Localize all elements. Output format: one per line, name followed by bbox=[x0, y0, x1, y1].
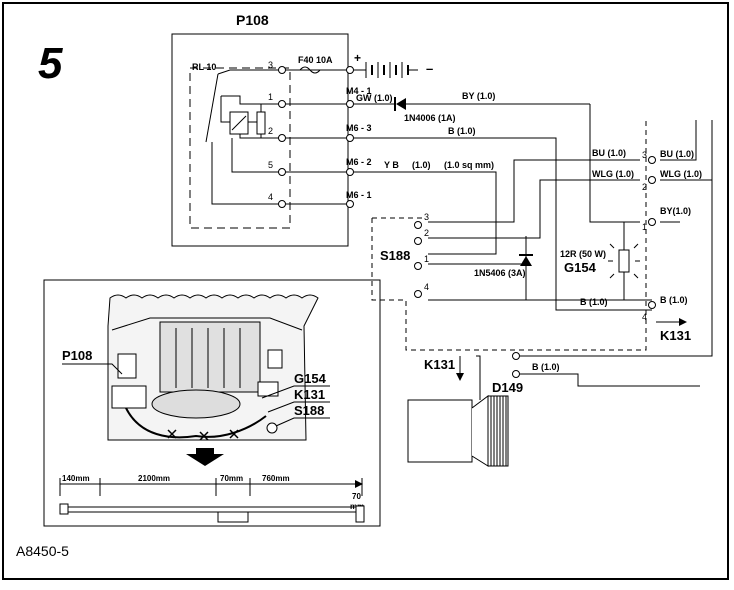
wire-diode-1n5406: 1N5406 (3A) bbox=[474, 268, 526, 278]
s188-pin-4: 4 bbox=[424, 282, 429, 292]
wire-diode-1n4006: 1N4006 (1A) bbox=[404, 113, 456, 123]
location-inset: P108 G154 K131 S188 140mm 2100mm 70mm 76… bbox=[43, 279, 381, 527]
wire-by: BY (1.0) bbox=[462, 91, 495, 101]
p108-title: P108 bbox=[236, 12, 269, 28]
k131-label-bottom: K131 bbox=[424, 357, 455, 372]
diode-1n4006 bbox=[394, 97, 406, 111]
s188-connector: S188 3 2 1 4 bbox=[371, 120, 647, 351]
g154-wire-bu: BU (1.0) bbox=[660, 149, 694, 159]
wire-gw: GW (1.0) bbox=[356, 93, 393, 103]
g154-resistor-rating: 12R (50 W) bbox=[560, 249, 606, 259]
diode-1n5406 bbox=[519, 254, 533, 266]
battery-symbol: + – bbox=[354, 51, 433, 78]
dim-70: 70mm bbox=[220, 474, 243, 483]
s188-pin-3: 3 bbox=[424, 212, 429, 222]
relay-resistor bbox=[256, 111, 266, 135]
wire-b: B (1.0) bbox=[448, 126, 476, 136]
k131-label-right: K131 bbox=[660, 328, 691, 343]
terminal-m6-1: M6 - 1 bbox=[346, 190, 372, 200]
g154-pin-4: 4 bbox=[642, 312, 647, 322]
fuse-label: F40 10A bbox=[298, 55, 333, 65]
k131-arrows: K131 K131 bbox=[424, 318, 691, 381]
g154-pin-3: 3 bbox=[642, 150, 647, 160]
g154-resistor bbox=[618, 249, 630, 273]
relay-label: RL 10 bbox=[192, 62, 216, 72]
wire-b-left: B (1.0) bbox=[580, 297, 608, 307]
inset-label-g154: G154 bbox=[294, 371, 327, 386]
figure-frame bbox=[2, 2, 729, 580]
p108-relay-box: P108 RL 10 3 1 2 5 4 F40 10A bbox=[171, 12, 372, 247]
g154-connector: 3 2 1 4 BU (1.0) WLG (1.0) BY(1.0) B (1.… bbox=[560, 149, 702, 322]
wire-yb-section: (1.0 sq mm) bbox=[444, 160, 494, 170]
g154-label: G154 bbox=[564, 260, 597, 275]
d149-connector: B (1.0) D149 bbox=[407, 352, 560, 467]
harness-dimensions bbox=[59, 478, 363, 496]
relay-contact bbox=[205, 73, 219, 143]
wire-yb-size: (1.0) bbox=[412, 160, 431, 170]
g154-wire-wlg: WLG (1.0) bbox=[660, 169, 702, 179]
dim-2100: 2100mm bbox=[138, 474, 170, 483]
s188-label: S188 bbox=[380, 248, 410, 263]
wire-wlg: WLG (1.0) bbox=[592, 169, 634, 179]
relay-pin-2: 2 bbox=[268, 126, 273, 136]
battery-plus: + bbox=[354, 51, 361, 65]
g154-wire-b: B (1.0) bbox=[660, 295, 688, 305]
harness-drawing bbox=[59, 503, 365, 523]
inset-label-s188: S188 bbox=[294, 403, 324, 418]
fuse-symbol bbox=[299, 66, 321, 74]
relay-coil bbox=[229, 111, 249, 135]
inset-frame bbox=[43, 279, 381, 527]
inset-down-arrow bbox=[186, 448, 224, 466]
d149-body bbox=[407, 399, 473, 463]
battery-minus: – bbox=[426, 61, 433, 76]
dim-vertical-70: 70 bbox=[352, 492, 361, 501]
g154-wire-by: BY(1.0) bbox=[660, 206, 691, 216]
relay-pin-3: 3 bbox=[268, 60, 273, 70]
inset-label-k131: K131 bbox=[294, 387, 325, 402]
wiring bbox=[354, 103, 713, 400]
dim-760: 760mm bbox=[262, 474, 290, 483]
terminal-m4-1: M4 - 1 bbox=[346, 86, 372, 96]
inset-label-p108: P108 bbox=[62, 348, 92, 363]
terminal-m6-3: M6 - 3 bbox=[346, 123, 372, 133]
g154-pin-2: 2 bbox=[642, 182, 647, 192]
relay-pin-5: 5 bbox=[268, 160, 273, 170]
d149-label: D149 bbox=[492, 380, 523, 395]
g154-pin-1: 1 bbox=[642, 222, 647, 232]
wire-b-d149: B (1.0) bbox=[532, 362, 560, 372]
wire-yb: Y B bbox=[384, 160, 399, 170]
step-number: 5 bbox=[38, 39, 63, 88]
s188-pin-1: 1 bbox=[424, 254, 429, 264]
figure-id: A8450-5 bbox=[16, 543, 69, 559]
terminal-m6-2: M6 - 2 bbox=[346, 157, 372, 167]
wire-bu: BU (1.0) bbox=[592, 148, 626, 158]
relay-pin-4: 4 bbox=[268, 192, 273, 202]
relay-pin-1: 1 bbox=[268, 92, 273, 102]
s188-pin-2: 2 bbox=[424, 228, 429, 238]
dim-140: 140mm bbox=[62, 474, 90, 483]
